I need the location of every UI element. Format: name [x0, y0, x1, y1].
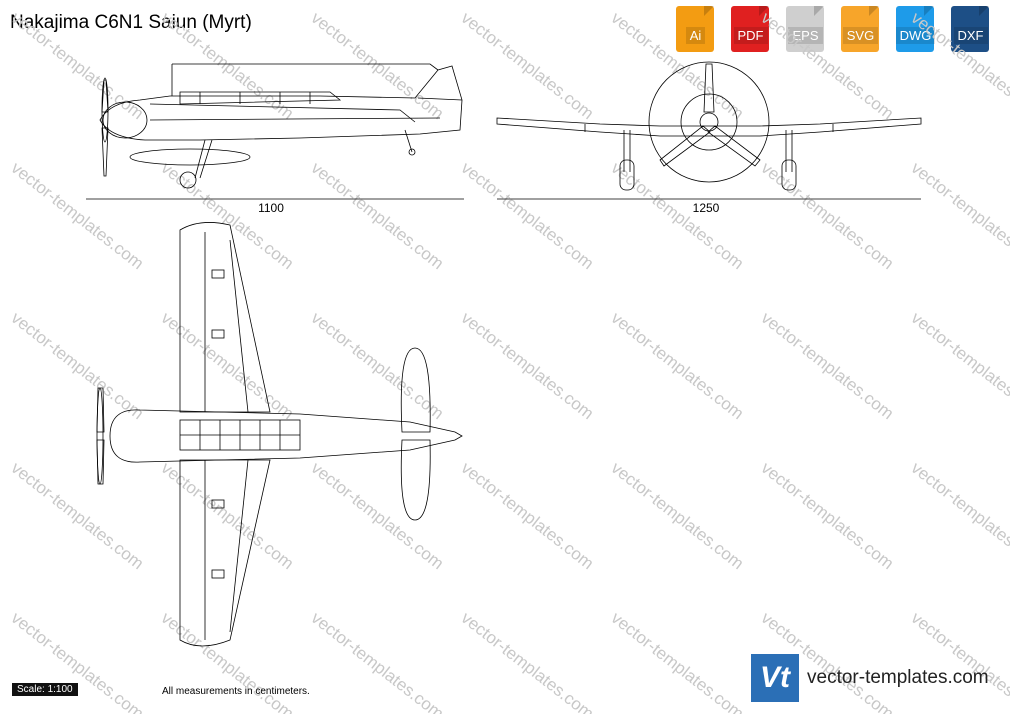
watermark-text: vector-templates.com: [458, 458, 598, 573]
format-dxf-button[interactable]: DXF: [945, 6, 996, 52]
format-ai-button[interactable]: Ai: [670, 6, 721, 52]
watermark-text: vector-templates.com: [758, 8, 898, 123]
watermark-text: vector-templates.com: [308, 158, 448, 273]
format-svg-label: SVG: [842, 27, 879, 44]
side-dimension-label: 1100: [258, 201, 284, 215]
watermark-text: vector-templates.com: [308, 458, 448, 573]
page-title: Nakajima C6N1 Saiun (Myrt): [10, 12, 252, 33]
watermark-text: vector-templates.com: [8, 8, 148, 123]
format-dxf-label: DXF: [953, 27, 988, 44]
watermark-text: vector-templates.com: [158, 308, 298, 423]
watermark-text: vector-templates.com: [758, 458, 898, 573]
watermark-text: vector-templates.com: [908, 308, 1010, 423]
front-dimension-label: 1250: [693, 201, 720, 215]
watermark-text: vector-templates.com: [758, 308, 898, 423]
format-eps-label: EPS: [788, 27, 823, 44]
format-badges: Ai PDF EPS SVG DWG DXF: [670, 6, 996, 52]
watermark-text: vector-templates.com: [8, 158, 148, 273]
watermark-text: vector-templates.com: [8, 308, 148, 423]
watermark-text: vector-templates.com: [608, 158, 748, 273]
watermark-text: vector-templates.com: [458, 308, 598, 423]
watermark-text: vector-templates.com: [308, 8, 448, 123]
watermark-text: vector-templates.com: [758, 158, 898, 273]
format-ai-label: Ai: [685, 27, 706, 44]
side-view: [99, 63, 463, 189]
vt-logo-icon: Vt: [751, 654, 799, 702]
scale-badge: Scale: 1:100: [12, 683, 78, 696]
front-view: [496, 61, 922, 191]
format-dwg-button[interactable]: DWG: [890, 6, 941, 52]
watermark-text: vector-templates.com: [608, 458, 748, 573]
format-dwg-label: DWG: [895, 27, 936, 44]
watermark-text: vector-templates.com: [308, 608, 448, 714]
watermark-text: vector-templates.com: [8, 608, 148, 714]
watermark-text: vector-templates.com: [458, 8, 598, 123]
format-pdf-button[interactable]: PDF: [725, 6, 776, 52]
watermark-text: vector-templates.com: [908, 458, 1010, 573]
top-view: [96, 222, 463, 647]
watermark-text: vector-templates.com: [608, 308, 748, 423]
measurement-note: All measurements in centimeters.: [162, 686, 310, 697]
format-svg-button[interactable]: SVG: [835, 6, 886, 52]
watermark-text: vector-templates.com: [458, 158, 598, 273]
watermark-text: vector-templates.com: [608, 608, 748, 714]
watermark-text: vector-templates.com: [458, 608, 598, 714]
watermark-text: vector-templates.com: [8, 458, 148, 573]
brand-logo[interactable]: Vt vector-templates.com: [751, 654, 989, 702]
watermark-text: vector-templates.com: [158, 158, 298, 273]
watermark-text: vector-templates.com: [158, 458, 298, 573]
format-pdf-label: PDF: [733, 27, 768, 44]
watermark-text: vector-templates.com: [908, 8, 1010, 123]
brand-name: vector-templates.com: [807, 667, 989, 688]
format-eps-button[interactable]: EPS: [780, 6, 831, 52]
watermark-text: vector-templates.com: [608, 8, 748, 123]
watermark-text: vector-templates.com: [908, 158, 1010, 273]
watermark-text: vector-templates.com: [158, 608, 298, 714]
